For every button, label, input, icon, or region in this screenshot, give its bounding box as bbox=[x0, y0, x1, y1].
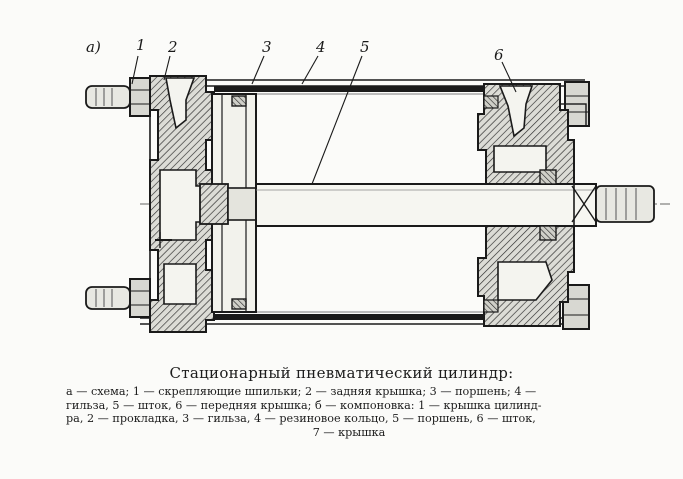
rod-seal-top bbox=[539, 169, 557, 185]
piston-seal-bottom bbox=[231, 298, 247, 310]
front-cover-cavity-bottom bbox=[497, 261, 553, 301]
piston-nut bbox=[199, 183, 229, 225]
caption-legend: а — схема; 1 — скрепляющие шпильки; 2 — … bbox=[66, 385, 632, 439]
caption-title: Стационарный пневматический цилиндр: bbox=[169, 364, 514, 382]
barrel-wall-bottom bbox=[214, 314, 484, 320]
rod-thread-end bbox=[595, 185, 655, 223]
callout-5: 5 bbox=[360, 38, 370, 56]
caption-line-4: 7 — крышка bbox=[312, 425, 386, 439]
rear-cover-port-top bbox=[165, 77, 196, 130]
rod-seal-bottom bbox=[539, 225, 557, 241]
stud-end-left-bottom bbox=[85, 278, 151, 318]
piston-seal-top bbox=[231, 95, 247, 107]
view-label-a: а) bbox=[86, 38, 101, 56]
callout-4: 4 bbox=[315, 38, 326, 56]
callout-3: 3 bbox=[262, 38, 272, 56]
front-cover-port-top bbox=[498, 85, 534, 138]
caption-line-2: гильза, 5 — шток, 6 — передняя крышка; б… bbox=[66, 398, 542, 412]
caption-line-3: ра, 2 — прокладка, 3 — гильза, 4 — резин… bbox=[66, 412, 536, 426]
callout-1: 1 bbox=[136, 36, 146, 54]
callout-2: 2 bbox=[167, 38, 178, 56]
rear-cover-port-bottom bbox=[163, 263, 197, 305]
stud-end-left-top bbox=[85, 77, 151, 117]
callout-6: 6 bbox=[494, 46, 504, 64]
cylinder-drawing: а) 1 2 3 4 5 6 bbox=[85, 36, 670, 333]
caption-line-1: а — схема; 1 — скрепляющие шпильки; 2 — … bbox=[66, 385, 537, 398]
